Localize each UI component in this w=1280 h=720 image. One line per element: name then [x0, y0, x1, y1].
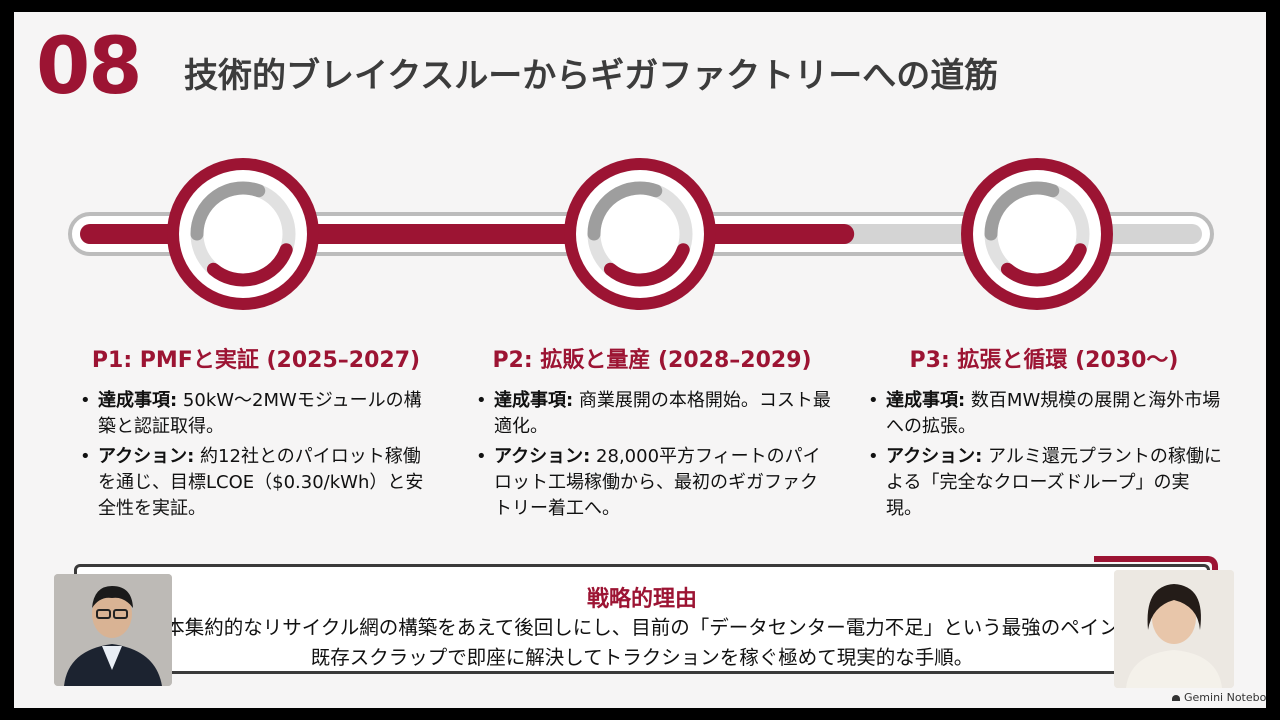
phase-heading: P1: PMFと実証 (2025–2027) [91, 348, 421, 373]
list-item: アクション: 約12社とのパイロット稼働を通じ、目標LCOE（$0.30/kWh… [76, 444, 436, 522]
milestone-ring-accent-arc [603, 243, 690, 287]
slide-number: 08 [36, 22, 143, 112]
p2-milestone-icon [564, 158, 716, 310]
phase-bullets: 達成事項: 50kW〜2MWモジュールの構築と認証取得。 アクション: 約12社… [76, 388, 436, 522]
reason-line-2: 既存スクラップで即座に解決してトラクションを稼ぐ極めて現実的な手順。 [310, 646, 974, 669]
reason-title: 戦略的理由 [586, 587, 697, 612]
phase-p1: P1: PMFと実証 (2025–2027) 達成事項: 50kW〜2MWモジュ… [76, 342, 436, 526]
list-item: アクション: 28,000平方フィートのパイロット工場稼働から、最初のギガファク… [472, 444, 832, 522]
list-item: 達成事項: 50kW〜2MWモジュールの構築と認証取得。 [76, 388, 436, 440]
p3-milestone-icon [961, 158, 1113, 310]
milestone-ring-accent-arc [206, 243, 293, 287]
milestone-ring-accent-arc [1000, 243, 1087, 287]
list-item: 達成事項: 商業展開の本格開始。コスト最適化。 [472, 388, 832, 440]
p1-milestone-icon [167, 158, 319, 310]
person-avatar-icon [1114, 570, 1234, 688]
phase-bullets: 達成事項: 商業展開の本格開始。コスト最適化。 アクション: 28,000平方フ… [472, 388, 832, 522]
notebook-logo-icon [1172, 695, 1180, 701]
slide: 08 技術的ブレイクスルーからギガファクトリーへの道筋 P1: PMFと実証 (… [14, 12, 1266, 708]
phase-p3: P3: 拡張と循環 (2030〜) 達成事項: 数百MW規模の展開と海外市場への… [864, 342, 1224, 526]
list-item: 達成事項: 数百MW規模の展開と海外市場への拡張。 [864, 388, 1224, 440]
participant-video-left [54, 574, 172, 686]
milestone-ring-grey-arc [587, 181, 663, 241]
timeline [68, 158, 1214, 310]
phase-heading: P3: 拡張と循環 (2030〜) [909, 348, 1179, 373]
participant-video-right [1114, 570, 1234, 688]
slide-title: 技術的ブレイクスルーからギガファクトリーへの道筋 [184, 56, 999, 96]
phase-bullets: 達成事項: 数百MW規模の展開と海外市場への拡張。 アクション: アルミ還元プラ… [864, 388, 1224, 522]
list-item: アクション: アルミ還元プラントの稼働による「完全なクローズドループ」の実現。 [864, 444, 1224, 522]
reason-line-1: 本集約的なリサイクル網の構築をあえて後回しにし、目前の「データセンター電力不足」… [165, 616, 1119, 639]
phase-heading: P2: 拡販と量産 (2028–2029) [492, 348, 812, 373]
phase-p2: P2: 拡販と量産 (2028–2029) 達成事項: 商業展開の本格開始。コス… [472, 342, 832, 526]
milestone-ring-grey-arc [190, 181, 266, 241]
reason-body: 本集約的なリサイクル網の構築をあえて後回しにし、目前の「データセンター電力不足」… [77, 613, 1207, 673]
milestone-ring-grey-arc [984, 181, 1060, 241]
strategic-reason-box: 戦略的理由 本集約的なリサイクル網の構築をあえて後回しにし、目前の「データセンタ… [74, 564, 1210, 674]
person-avatar-icon [54, 574, 172, 686]
brand-label: Gemini Notebook [1172, 691, 1266, 704]
